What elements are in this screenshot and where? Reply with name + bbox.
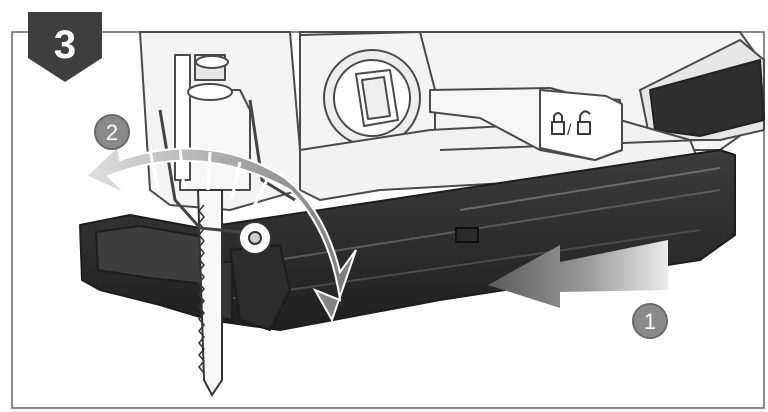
lock-closed-icon xyxy=(551,112,565,135)
callout-2: 2 xyxy=(94,114,130,150)
lock-separator: / xyxy=(567,122,572,139)
callout-1-label: 1 xyxy=(644,309,656,334)
step-number: 3 xyxy=(54,23,76,67)
base-shoe xyxy=(79,149,736,331)
rotate-arrow xyxy=(84,143,357,323)
lock-open-icon xyxy=(577,110,591,135)
step-badge: 3 xyxy=(28,12,102,82)
callout-2-label: 2 xyxy=(106,120,118,145)
callout-1: 1 xyxy=(632,303,668,339)
saw-blade xyxy=(196,189,223,397)
slide-arrow xyxy=(488,240,668,308)
